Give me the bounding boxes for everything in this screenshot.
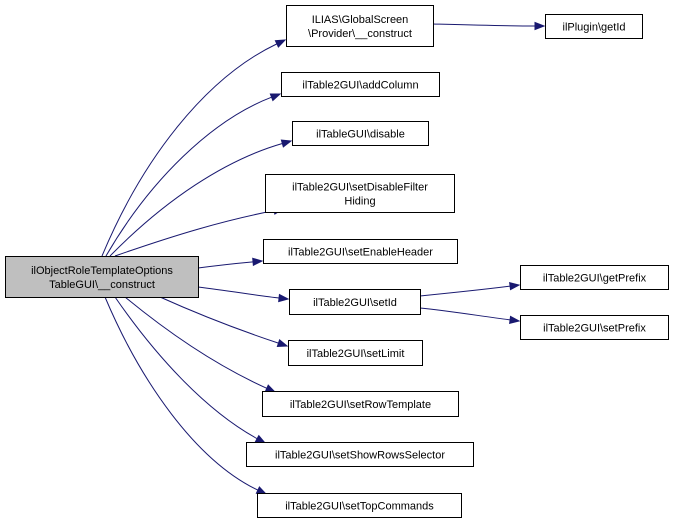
arrowhead <box>254 434 267 444</box>
arrowhead <box>278 293 290 303</box>
node-root[interactable]: ilObjectRoleTemplateOptionsTableGUI\__co… <box>5 256 199 298</box>
edge-line <box>159 296 279 344</box>
arrowhead <box>252 257 264 267</box>
node-set-row-template[interactable]: ilTable2GUI\setRowTemplate <box>262 391 459 417</box>
edge-line <box>105 96 272 257</box>
node-label: ilTable2GUI\addColumn <box>302 80 418 92</box>
node-label: TableGUI\__construct <box>49 279 155 291</box>
node-box <box>257 493 462 518</box>
node-label: ilTable2GUI\setLimit <box>307 348 405 360</box>
node-set-top-commands[interactable]: ilTable2GUI\setTopCommands <box>257 493 462 518</box>
node-set-enable-header[interactable]: ilTable2GUI\setEnableHeader <box>263 239 458 264</box>
edge-line <box>114 210 275 257</box>
node-set-limit[interactable]: ilTable2GUI\setLimit <box>288 340 423 366</box>
edge-root-to-disable <box>109 139 293 257</box>
node-label: ILIAS\GlobalScreen <box>312 14 409 26</box>
node-box <box>289 289 421 315</box>
arrowhead <box>509 315 521 324</box>
node-label: ilPlugin\getId <box>563 22 626 34</box>
arrowhead <box>274 39 287 48</box>
edge-line <box>419 285 511 297</box>
edge-root-to-set_row_template <box>124 296 277 393</box>
node-plugin-getid[interactable]: ilPlugin\getId <box>545 14 643 39</box>
edge-root-to-add_column <box>105 93 282 257</box>
node-set-show-rows-selector[interactable]: ilTable2GUI\setShowRowsSelector <box>246 442 474 467</box>
node-box <box>265 174 455 213</box>
edge-set_id-to-get_prefix <box>419 282 521 297</box>
edge-root-to-set_id <box>197 286 290 303</box>
node-label: ilTable2GUI\setPrefix <box>543 323 646 335</box>
edge-provider_construct-to-plugin_getid <box>432 21 546 31</box>
node-box <box>281 72 440 97</box>
node-box <box>263 239 458 264</box>
node-label: ilTable2GUI\getPrefix <box>543 273 647 285</box>
edge-root-to-set_disable_filter_hiding <box>114 206 285 257</box>
node-box <box>5 256 199 298</box>
arrowhead <box>280 139 293 148</box>
edge-line <box>124 296 267 389</box>
node-box <box>520 265 669 290</box>
edge-line <box>109 143 283 257</box>
node-label: \Provider\__construct <box>308 28 412 40</box>
node-box <box>246 442 474 467</box>
edge-line <box>114 296 258 440</box>
node-set-prefix[interactable]: ilTable2GUI\setPrefix <box>520 315 669 340</box>
edge-root-to-provider_construct <box>101 39 287 257</box>
arrowhead <box>269 93 282 102</box>
arrowhead <box>509 282 521 291</box>
edge-line <box>432 23 536 27</box>
node-set-id[interactable]: ilTable2GUI\setId <box>289 289 421 315</box>
node-box <box>288 340 423 366</box>
arrowhead <box>264 384 277 393</box>
edge-line <box>419 307 511 321</box>
node-box <box>520 315 669 340</box>
node-layer: ilObjectRoleTemplateOptionsTableGUI\__co… <box>5 5 669 518</box>
edge-line <box>104 296 259 491</box>
node-label: ilObjectRoleTemplateOptions <box>31 265 173 277</box>
node-label: ilTable2GUI\setEnableHeader <box>288 247 433 259</box>
node-label: Hiding <box>344 196 375 208</box>
edge-line <box>197 261 254 269</box>
node-disable[interactable]: ilTableGUI\disable <box>292 121 429 146</box>
node-box <box>286 5 434 47</box>
node-label: ilTable2GUI\setRowTemplate <box>290 399 431 411</box>
edge-line <box>197 286 280 299</box>
node-box <box>262 391 459 417</box>
edge-root-to-set_limit <box>159 296 289 348</box>
edge-root-to-set_enable_header <box>197 257 264 269</box>
node-label: ilTable2GUI\setDisableFilter <box>292 182 428 194</box>
arrowhead <box>255 486 268 495</box>
arrowhead <box>534 21 546 31</box>
node-label: ilTable2GUI\setId <box>313 297 397 309</box>
node-label: ilTable2GUI\setTopCommands <box>285 501 434 513</box>
node-label: ilTable2GUI\setShowRowsSelector <box>275 450 445 462</box>
arrowhead <box>276 338 289 348</box>
node-box <box>545 14 643 39</box>
edge-line <box>101 43 278 257</box>
edge-root-to-set_show_rows_selector <box>114 296 267 444</box>
node-label: ilTableGUI\disable <box>316 129 405 141</box>
node-box <box>292 121 429 146</box>
node-provider-construct[interactable]: ILIAS\GlobalScreen \Provider\__construct <box>286 5 434 47</box>
edge-root-to-set_top_commands <box>104 296 268 495</box>
node-get-prefix[interactable]: ilTable2GUI\getPrefix <box>520 265 669 290</box>
edge-set_id-to-set_prefix <box>419 307 521 324</box>
node-add-column[interactable]: ilTable2GUI\addColumn <box>281 72 440 97</box>
